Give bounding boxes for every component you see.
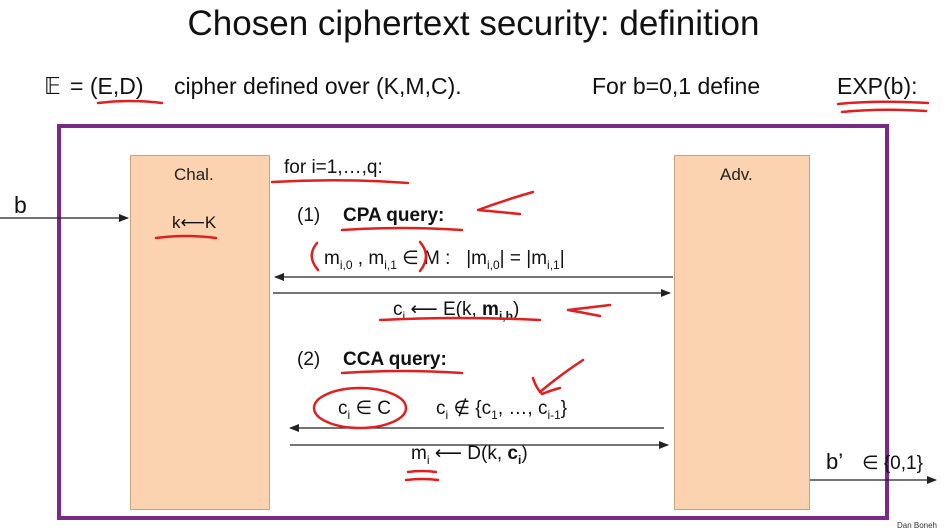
- cca-constraint-set: ∉ {c: [453, 398, 492, 419]
- cca-constraint-close: }: [560, 398, 568, 419]
- cpa-query-m1: m: [368, 248, 385, 269]
- underline-exp-1: [836, 100, 930, 106]
- cpa-query-m0: m: [324, 248, 340, 269]
- cpa-length-left: |m: [466, 248, 487, 269]
- author-credit: Dan Boneh: [896, 521, 937, 530]
- cpa-resp-c: c: [393, 299, 403, 320]
- paren-right: [418, 240, 428, 273]
- scheme-definition: = (E,D): [70, 73, 144, 99]
- cca-resp-arrow: ⟵ D(k,: [434, 443, 503, 464]
- cpa-query-m1-sub: i,1: [384, 257, 397, 272]
- cca-resp-c-sub: i: [518, 452, 522, 467]
- cca-query-c: c: [338, 398, 348, 419]
- loop-header: for i=1,…,q:: [284, 157, 383, 178]
- cca-resp-m-sub: i: [426, 452, 430, 467]
- exp-label: EXP(b):: [837, 73, 918, 99]
- cca-constraint-sub1: 1: [491, 407, 498, 422]
- experiment-frame: [57, 124, 889, 520]
- cca-resp-m: m: [411, 443, 427, 464]
- scheme-symbol: 𝔼: [44, 73, 61, 99]
- output-range: ∈ {0,1}: [862, 453, 923, 474]
- output-bit: b’: [826, 449, 844, 474]
- underline-exp-2: [840, 108, 928, 114]
- underline-cca-heading: [340, 369, 464, 375]
- key-generation: k⟵K: [172, 213, 217, 232]
- cpa-length-mid: | = |m: [499, 248, 548, 269]
- input-bit: b: [14, 192, 27, 218]
- cpa-number: (1): [297, 205, 321, 226]
- underline-scheme: [96, 99, 164, 105]
- cca-query-c-sub: i: [347, 407, 351, 422]
- cpa-resp-m: m: [482, 299, 499, 320]
- underline-keygen: [154, 234, 218, 240]
- paren-left: [310, 241, 320, 272]
- underline-cpa-heading: [340, 226, 464, 232]
- adversary-box: [674, 155, 810, 510]
- cpa-response-pointer: [566, 303, 612, 318]
- cpa-query-sep: ,: [357, 248, 364, 269]
- cca-response: mi ⟵ D(k, ci): [411, 442, 528, 467]
- cca-constraint-dots: , …, c: [497, 398, 548, 419]
- underline-cpa-response: [378, 316, 542, 322]
- cpa-length-sub0: i,0: [486, 257, 500, 272]
- cca-heading: CCA query:: [343, 349, 447, 370]
- cca-pointer-head: [531, 376, 562, 396]
- cca-constraint-subim1: i-1: [547, 407, 561, 422]
- underline-mi-1: [406, 469, 438, 474]
- for-clause: For b=0,1 define: [592, 73, 761, 99]
- cca-resp-c: c: [507, 443, 518, 464]
- slide-title: Chosen ciphertext security: definition: [187, 4, 760, 43]
- circle-ci-in-c: [312, 386, 408, 430]
- cpa-pointer-arrow: [476, 190, 535, 216]
- challenger-label: Chal.: [174, 165, 214, 184]
- cca-query: ci ∈ C: [338, 397, 391, 422]
- underline-mi-2: [404, 477, 440, 482]
- cpa-heading: CPA query:: [343, 205, 445, 226]
- adversary-label: Adv.: [720, 165, 753, 184]
- cca-query-in-c: ∈ C: [355, 398, 392, 419]
- cca-number: (2): [297, 349, 321, 370]
- cca-constraint: ci ∉ {c1, …, ci-1}: [436, 397, 567, 422]
- cpa-length-sub1: i,1: [547, 257, 560, 272]
- cpa-query-m0-sub: i,0: [339, 257, 353, 272]
- challenger-box: [130, 155, 270, 510]
- cpa-resp-close: ): [512, 299, 520, 320]
- cpa-resp-c-sub: i: [402, 308, 406, 323]
- cca-constraint-c: c: [436, 398, 446, 419]
- cca-pointer-shaft: [538, 358, 585, 394]
- cca-resp-close: ): [521, 443, 528, 464]
- scheme-description: cipher defined over (K,M,C).: [174, 73, 462, 99]
- cpa-length-right: |: [559, 248, 565, 269]
- underline-loop: [270, 178, 410, 185]
- cpa-resp-arrow: ⟵ E(k,: [410, 299, 477, 320]
- cca-constraint-c-sub: i: [445, 407, 449, 422]
